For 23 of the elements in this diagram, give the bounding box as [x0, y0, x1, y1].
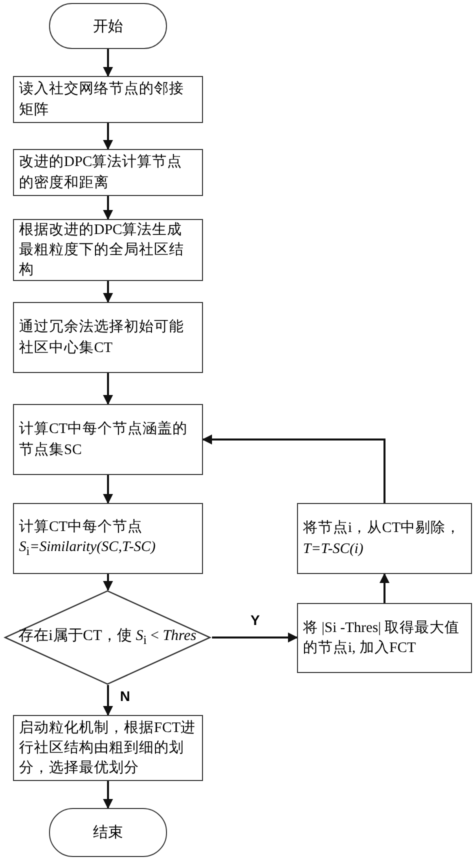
process-box: 通过冗余法选择初始可能社区中心集CT	[13, 302, 203, 373]
arrow	[103, 685, 113, 716]
process-box: 根据改进的DPC算法生成最粗粒度下的全局社区结构	[13, 219, 203, 281]
process-box: 将 |Si -Thres| 取得最大值的节点i, 加入FCT	[297, 603, 472, 673]
decision-diamond: 存在i属于CT，使 S$_{i}$ < Thres	[3, 590, 212, 685]
process-box: 读入社交网络节点的邻接矩阵	[13, 76, 203, 123]
arrow	[103, 475, 113, 504]
edge-label: N	[118, 688, 132, 704]
arrow	[202, 434, 386, 503]
arrow	[103, 49, 113, 77]
process-box: 启动粒化机制，根据FCT进行社区结构由粗到细的划分，选择最优划分	[13, 715, 203, 781]
process-box: 计算CT中每个节点涵盖的节点集SC	[13, 404, 203, 475]
arrow	[380, 573, 390, 603]
arrow	[103, 781, 113, 809]
arrow	[103, 373, 113, 405]
arrow	[103, 196, 113, 220]
arrow	[103, 574, 113, 591]
arrow	[103, 123, 113, 150]
arrow	[212, 632, 298, 642]
process-box: 改进的DPC算法计算节点的密度和距离	[13, 149, 203, 196]
process-box: 计算CT中每个节点 S$_{i}$=Similarity(SC,T-SC)	[13, 503, 203, 574]
process-box: 将节点i，从CT中剔除，T=T-SC(i)	[297, 503, 472, 574]
arrow	[103, 281, 113, 303]
